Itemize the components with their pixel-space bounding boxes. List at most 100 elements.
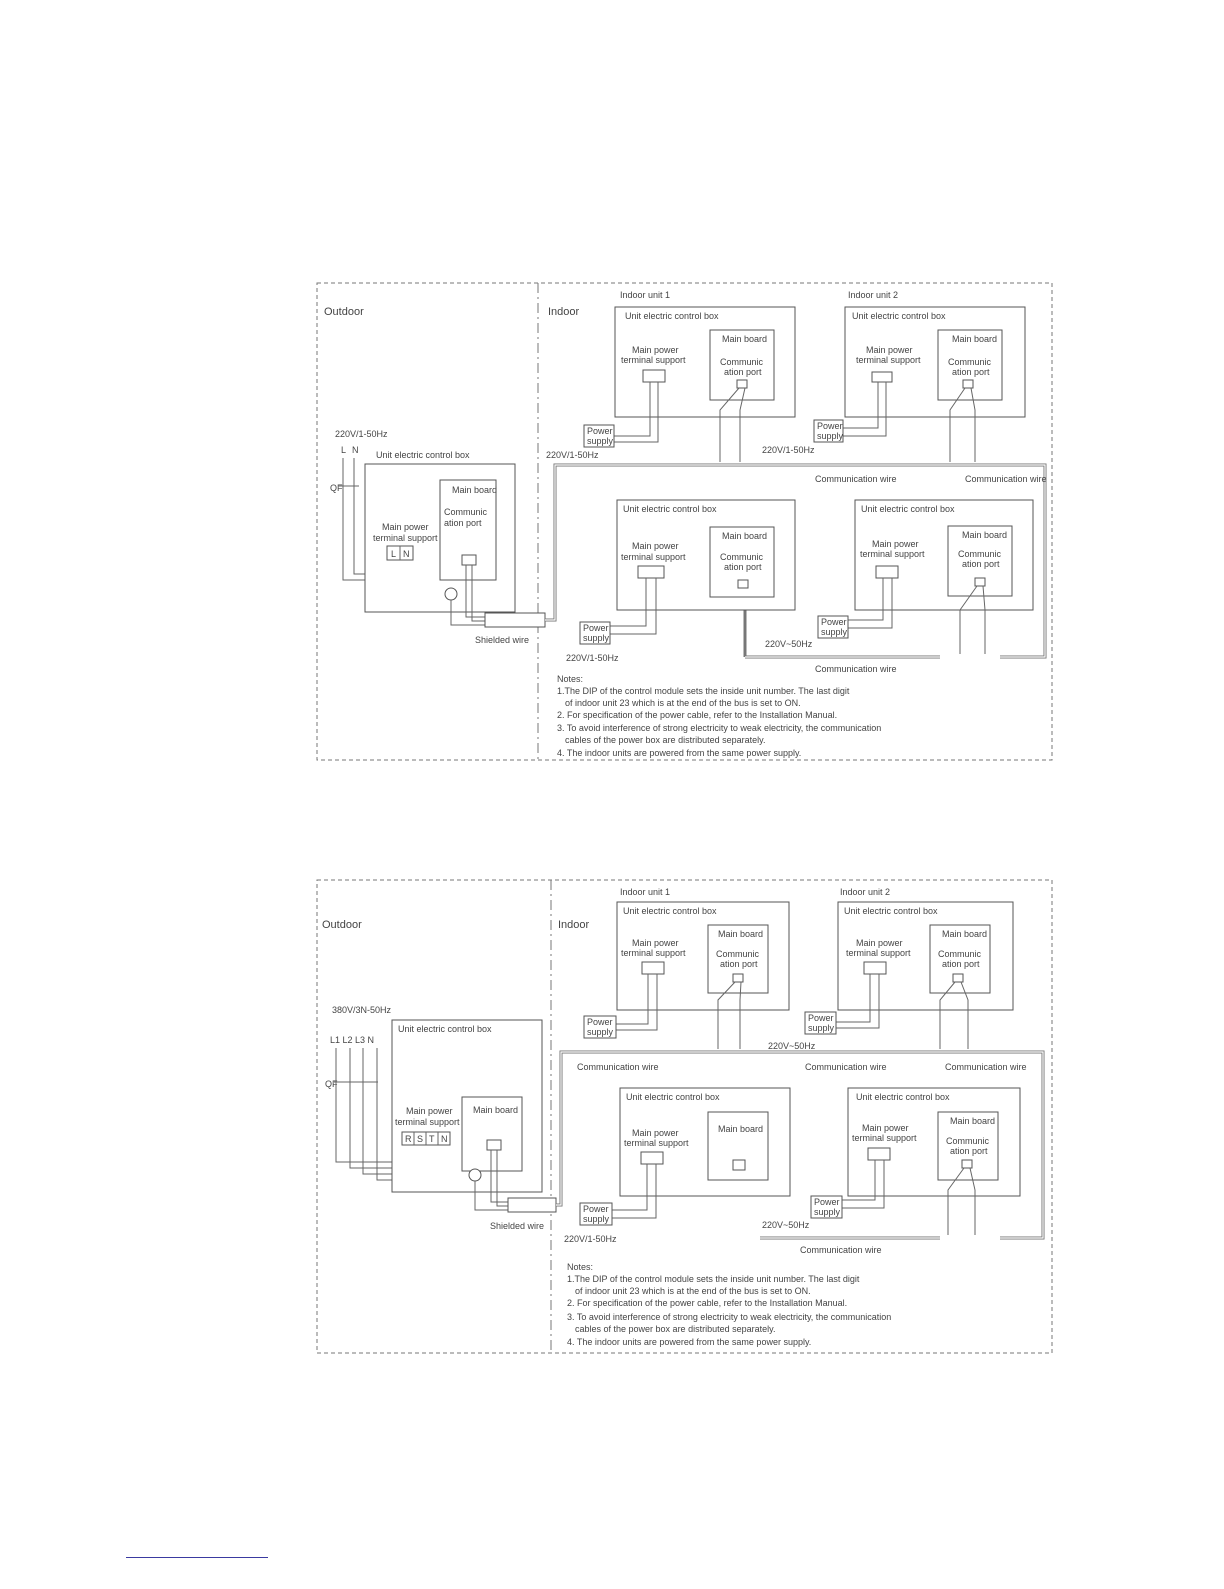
power-supply-label-2: supply — [817, 431, 844, 441]
line-l-label: L — [341, 445, 346, 455]
terminal-r: R — [405, 1134, 412, 1144]
notes-title: Notes: — [557, 674, 583, 684]
comm-port-label-2: ation port — [942, 959, 980, 969]
terminal-t: T — [429, 1134, 435, 1144]
qf-label: QF — [330, 483, 343, 493]
unit-box-title: Unit electric control box — [623, 906, 717, 916]
comm-port-label-1: Communic — [938, 949, 982, 959]
power-supply-label-1: Power — [821, 617, 847, 627]
power-supply-box — [810, 1195, 843, 1219]
power-supply-box — [817, 615, 849, 639]
note-line: cables of the power box are distributed … — [565, 735, 765, 745]
comm-port — [732, 1159, 746, 1171]
note-line: 4. The indoor units are powered from the… — [567, 1337, 811, 1347]
main-power-label: Main power — [632, 938, 679, 948]
power-supply-label-2: supply — [583, 1214, 610, 1224]
power-supply-label-1: Power — [583, 623, 609, 633]
power-supply-label-2: supply — [814, 1207, 841, 1217]
power-supply-label-2: supply — [587, 1027, 614, 1037]
note-line: 3. To avoid interference of strong elect… — [567, 1312, 891, 1322]
terminal-support-label: terminal support — [860, 549, 925, 559]
comm-wire-label: Communication wire — [965, 474, 1047, 484]
voltage-label: 220V~50Hz — [765, 639, 813, 649]
outdoor-label: Outdoor — [324, 306, 364, 318]
main-board-label: Main board — [942, 929, 987, 939]
main-board-label: Main board — [722, 334, 767, 344]
main-board-label: Main board — [950, 1116, 995, 1126]
voltage-label: 220V/1-50Hz — [762, 445, 815, 455]
main-power-label: Main power — [862, 1123, 909, 1133]
note-line: 2. For specification of the power cable,… — [557, 710, 837, 720]
terminal-support-label: terminal support — [373, 533, 438, 543]
comm-wire-label: Communication wire — [945, 1062, 1027, 1072]
power-supply-box — [813, 419, 844, 443]
power-supply-label-1: Power — [817, 421, 843, 431]
main-power-label: Main power — [406, 1106, 453, 1116]
terminal-block — [642, 369, 666, 383]
power-supply-label-1: Power — [587, 426, 613, 436]
terminal-support-label: terminal support — [621, 948, 686, 958]
shielded-wire-label: Shielded wire — [490, 1221, 544, 1231]
indoor-unit-2-label: Indoor unit 2 — [848, 290, 898, 300]
main-board-label: Main board — [718, 1124, 763, 1134]
terminal-block — [863, 961, 887, 975]
note-line: cables of the power box are distributed … — [575, 1324, 775, 1334]
unit-box-title: Unit electric control box — [844, 906, 938, 916]
outdoor-box-title: Unit electric control box — [376, 450, 470, 460]
voltage-label: 220V/1-50Hz — [566, 653, 619, 663]
ground-symbol — [468, 1168, 482, 1182]
terminal-block — [640, 1151, 664, 1165]
comm-wire-label: Communication wire — [805, 1062, 887, 1072]
terminal-block — [637, 565, 665, 579]
terminal-block — [867, 1147, 891, 1161]
comm-port-label-2: ation port — [962, 559, 1000, 569]
power-supply-label-1: Power — [814, 1197, 840, 1207]
unit-box-title: Unit electric control box — [625, 311, 719, 321]
main-board-label: Main board — [722, 531, 767, 541]
notes-title: Notes: — [567, 1262, 593, 1272]
indoor-unit-1-label: Indoor unit 1 — [620, 887, 670, 897]
comm-port — [962, 379, 974, 389]
comm-port-label-1: Communic — [948, 357, 992, 367]
terminal-s: S — [417, 1134, 423, 1144]
power-supply-label-1: Power — [808, 1013, 834, 1023]
comm-port-label-2: ation port — [444, 518, 482, 528]
comm-wire-label: Communication wire — [815, 664, 897, 674]
comm-port — [961, 1159, 973, 1169]
main-board-label: Main board — [952, 334, 997, 344]
terminal-n: N — [441, 1134, 448, 1144]
voltage-label: 220V/1-50Hz — [564, 1234, 617, 1244]
comm-port — [736, 379, 748, 389]
outdoor-label: Outdoor — [322, 919, 362, 931]
indoor-unit-2-label: Indoor unit 2 — [840, 887, 890, 897]
comm-port — [732, 973, 744, 983]
voltage-label: 220V~50Hz — [768, 1041, 816, 1051]
main-power-label: Main power — [856, 938, 903, 948]
power-supply-label-2: supply — [808, 1023, 835, 1033]
diagram-frame — [316, 879, 1053, 1354]
indoor-label: Indoor — [548, 306, 580, 318]
wiring-diagram-single-phase: Outdoor Indoor 220V/1-50Hz L N QF Unit e… — [316, 282, 1053, 761]
terminal-support-label: terminal support — [395, 1117, 460, 1127]
outdoor-comm-port — [486, 1139, 502, 1151]
line-n-label: N — [352, 445, 359, 455]
note-line: 2. For specification of the power cable,… — [567, 1298, 847, 1308]
power-supply-box — [579, 1202, 613, 1226]
comm-port-label-1: Communic — [946, 1136, 990, 1146]
power-supply-label-2: supply — [821, 627, 848, 637]
power-supply-box — [804, 1011, 837, 1035]
main-power-label: Main power — [632, 345, 679, 355]
ground-symbol — [444, 587, 458, 601]
unit-box-title: Unit electric control box — [626, 1092, 720, 1102]
comm-port — [974, 577, 986, 587]
main-board-label: Main board — [718, 929, 763, 939]
note-line: 1.The DIP of the control module sets the… — [567, 1274, 860, 1284]
main-board-label: Main board — [962, 530, 1007, 540]
qf-label: QF — [325, 1079, 338, 1089]
comm-port-label-2: ation port — [950, 1146, 988, 1156]
terminal-support-label: terminal support — [624, 1138, 689, 1148]
unit-box-title: Unit electric control box — [852, 311, 946, 321]
power-supply-box — [583, 424, 615, 448]
main-power-label: Main power — [866, 345, 913, 355]
